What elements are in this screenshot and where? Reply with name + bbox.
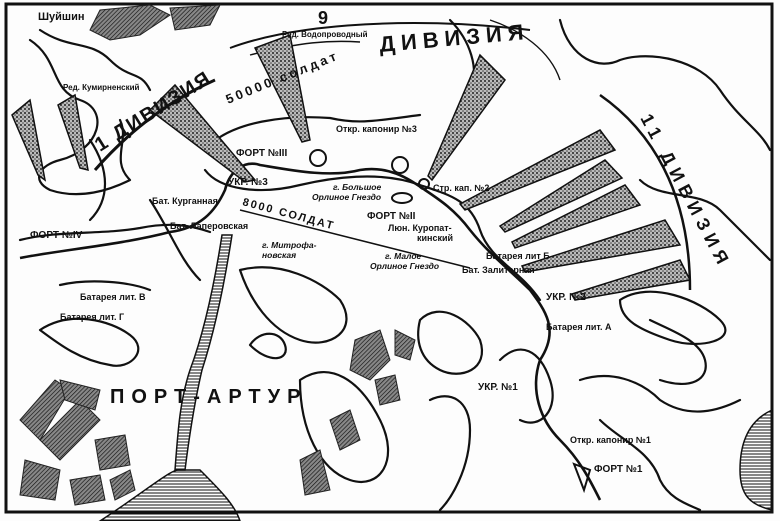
attack-arrow: [427, 53, 506, 182]
attack-arrow: [11, 98, 47, 182]
label-strkap-2: Стр. кап. №2: [433, 183, 489, 193]
label-ukr-2: УКР. №2: [546, 292, 586, 303]
label-mitrofan-line2: новская: [262, 250, 296, 260]
attack-arrow: [510, 184, 642, 249]
label-fort-3: ФОРТ №III: [236, 148, 287, 159]
harbor: [98, 469, 241, 521]
label-ukr-3: УКР. №3: [228, 177, 268, 188]
label-red-kumirnensky: Ред. Кумирненский: [63, 83, 140, 92]
label-red-vodoprovodny: Ред. Водопроводный: [282, 30, 368, 39]
label-bat-zaliternaya: Бат. Залитерная: [462, 265, 535, 275]
label-bolshoe-line2: Орлиное Гнездо: [312, 192, 381, 202]
sea: [739, 408, 773, 511]
label-bat-g: Батарея лит. Г: [60, 312, 124, 322]
label-division-9: ДИВИЗИЯ: [378, 19, 530, 57]
troops-8000-line: [239, 209, 471, 269]
label-maloe-line2: Орлиное Гнездо: [370, 261, 439, 271]
label-bat-v: Батарея лит. В: [80, 292, 146, 302]
attack-arrow: [148, 83, 257, 183]
label-division-9-number: 9: [318, 8, 328, 28]
label-bolshoe-line1: г. Большое: [333, 182, 381, 192]
label-port-arthur: ПОРТ-АРТУР: [110, 386, 307, 408]
label-fort-1: ФОРТ №1: [594, 464, 643, 475]
map-frame: [4, 2, 774, 514]
attack-arrow: [520, 219, 682, 273]
railway-river: [174, 234, 233, 471]
label-bat-laperovskaya: Бат. Лаперовская: [170, 221, 248, 231]
city-blocks: [19, 4, 416, 506]
label-fort-2: ФОРТ №II: [367, 211, 416, 222]
label-shuishin: Шуйшин: [38, 11, 85, 23]
label-fort-4: ФОРТ №IV: [30, 230, 83, 241]
label-mitrofan-line1: г. Митрофа-: [262, 240, 317, 250]
attack-arrow: [458, 129, 617, 211]
label-kaponir-1: Откр. капонир №1: [570, 435, 651, 445]
division-9-line: [229, 22, 531, 49]
label-ukr-1: УКР. №1: [478, 382, 518, 393]
label-bat-a: Батарея лит. А: [546, 322, 612, 332]
label-bat-kurgannaya: Бат. Курганная: [152, 196, 218, 206]
label-kuropat-line2: кинский: [417, 233, 453, 243]
attack-arrows: [11, 33, 692, 301]
attack-arrow: [253, 33, 311, 143]
fort-symbols: [309, 149, 592, 494]
label-bat-b: Батарея лит Б: [486, 251, 550, 261]
terrain-contours: [18, 18, 772, 512]
division-1-line: [93, 78, 216, 171]
attack-arrow: [57, 93, 89, 172]
attack-arrow: [570, 259, 692, 301]
attack-arrow: [498, 159, 624, 233]
division-11-line: [599, 93, 692, 291]
label-maloe-line1: г. Малое: [385, 251, 422, 261]
label-kuropat-line1: Люн. Куропат-: [388, 223, 452, 233]
label-kaponir-3: Откр. капонир №3: [336, 124, 417, 134]
